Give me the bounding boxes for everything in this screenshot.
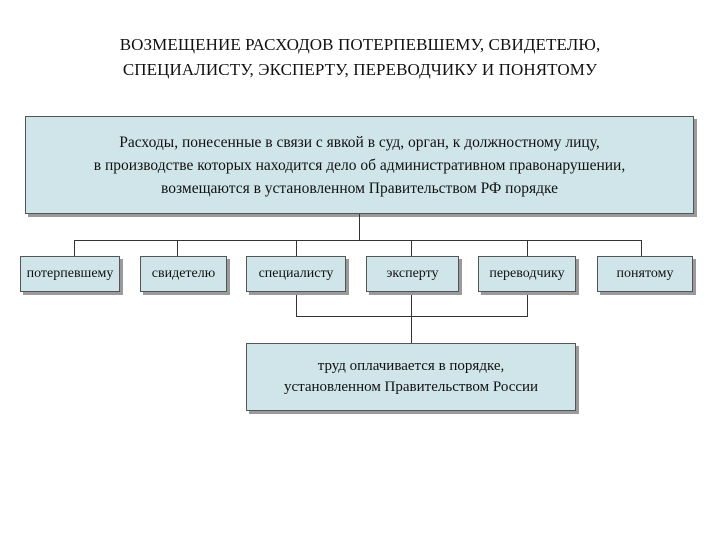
payment-rule-line-2: установленном Правительством России [283,379,539,395]
payment-rule-box: труд оплачивается в порядке, установленн… [246,343,576,411]
recipient-victim: потерпевшему [20,256,120,292]
connector-drop-4 [411,240,412,256]
connector-drop-2 [177,240,178,256]
recipient-expert: эксперту [366,256,459,292]
recipient-translator: переводчику [478,256,576,292]
connector-payment-stem [411,316,412,343]
recipient-label: переводчику [489,266,565,281]
expenses-rule-box: Расходы, понесенные в связи с явкой в су… [25,116,694,214]
recipient-label: эксперту [386,266,439,281]
title-line-1: ВОЗМЕЩЕНИЕ РАСХОДОВ ПОТЕРПЕВШЕМУ, СВИДЕТ… [119,35,601,54]
recipient-label: специалисту [258,266,334,281]
recipient-specialist: специалисту [246,256,346,292]
title-line-2: СПЕЦИАЛИСТУ, ЭКСПЕРТУ, ПЕРЕВОДЧИКУ И ПОН… [122,60,598,79]
connector-bottom-bus [296,316,528,317]
connector-drop-1 [74,240,75,256]
connector-rise-specialist [296,292,297,317]
diagram-title: ВОЗМЕЩЕНИЕ РАСХОДОВ ПОТЕРПЕВШЕМУ, СВИДЕТ… [40,32,680,82]
expenses-rule-line-1: Расходы, понесенные в связи с явкой в су… [119,133,600,151]
recipient-label: понятому [616,266,674,281]
connector-drop-5 [527,240,528,256]
recipient-label: потерпевшему [26,266,114,281]
recipient-witness: свидетелю [140,256,227,292]
expenses-rule-line-3: возмещаются в установленном Правительств… [161,179,558,197]
connector-top-bus [74,240,642,241]
connector-rise-translator [527,292,528,317]
recipient-label: свидетелю [151,266,216,281]
connector-drop-6 [641,240,642,256]
connector-drop-3 [296,240,297,256]
connector-main-stem [359,214,360,241]
connector-rise-expert [411,292,412,317]
payment-rule-line-1: труд оплачивается в порядке, [317,358,505,374]
expenses-rule-line-2: в производстве которых находится дело об… [93,156,626,174]
recipient-attesting-witness: понятому [597,256,693,292]
